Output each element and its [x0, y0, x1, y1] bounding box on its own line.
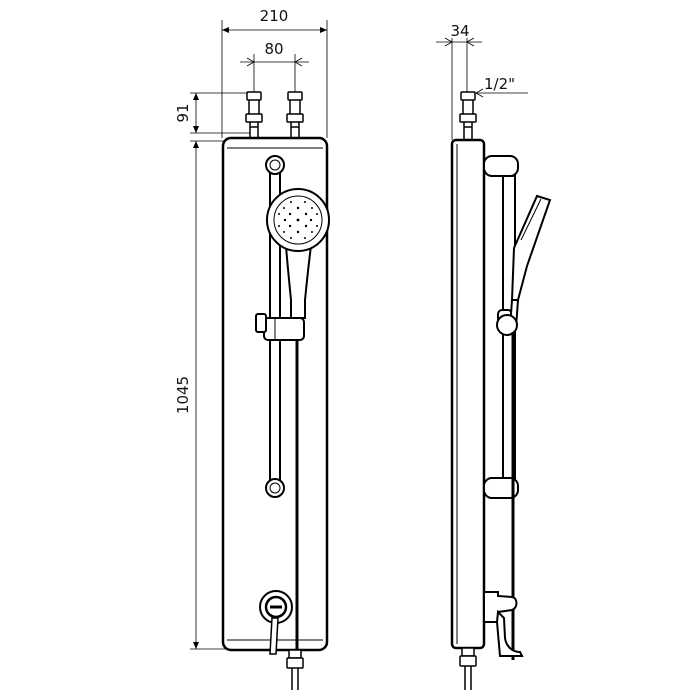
front-view: 210 80 91 1045 [174, 7, 330, 690]
dimension-panel-height-1045: 1045 [174, 140, 226, 650]
dimension-inlet-height-91: 91 [174, 92, 250, 134]
height-1045-label: 1045 [174, 376, 192, 414]
thread-size-label: 1/2" [484, 75, 515, 93]
front-hand-shower [266, 188, 330, 319]
dimension-depth-34: 34 [436, 22, 482, 140]
spacing-80-label: 80 [264, 40, 283, 58]
front-inlet-fitting-left [245, 91, 263, 138]
front-inlet-fitting-right [286, 91, 304, 138]
side-panel [450, 138, 486, 650]
side-view: 34 1/2" [436, 22, 552, 690]
side-inlet-fitting [459, 91, 477, 140]
side-hand-shower [496, 194, 552, 336]
thread-callout: 1/2" [475, 75, 528, 98]
front-slider-bracket [255, 313, 305, 341]
height-91-label: 91 [174, 103, 192, 122]
depth-34-label: 34 [450, 22, 469, 40]
front-bottom-outlet [286, 649, 304, 690]
dimension-inlet-spacing-80: 80 [240, 40, 309, 92]
front-mixer-knob-icon [259, 590, 293, 655]
side-mixer-lever [483, 591, 524, 657]
dimension-width-210: 210 [221, 7, 328, 138]
width-210-label: 210 [260, 7, 289, 25]
side-bottom-outlet [459, 647, 477, 690]
